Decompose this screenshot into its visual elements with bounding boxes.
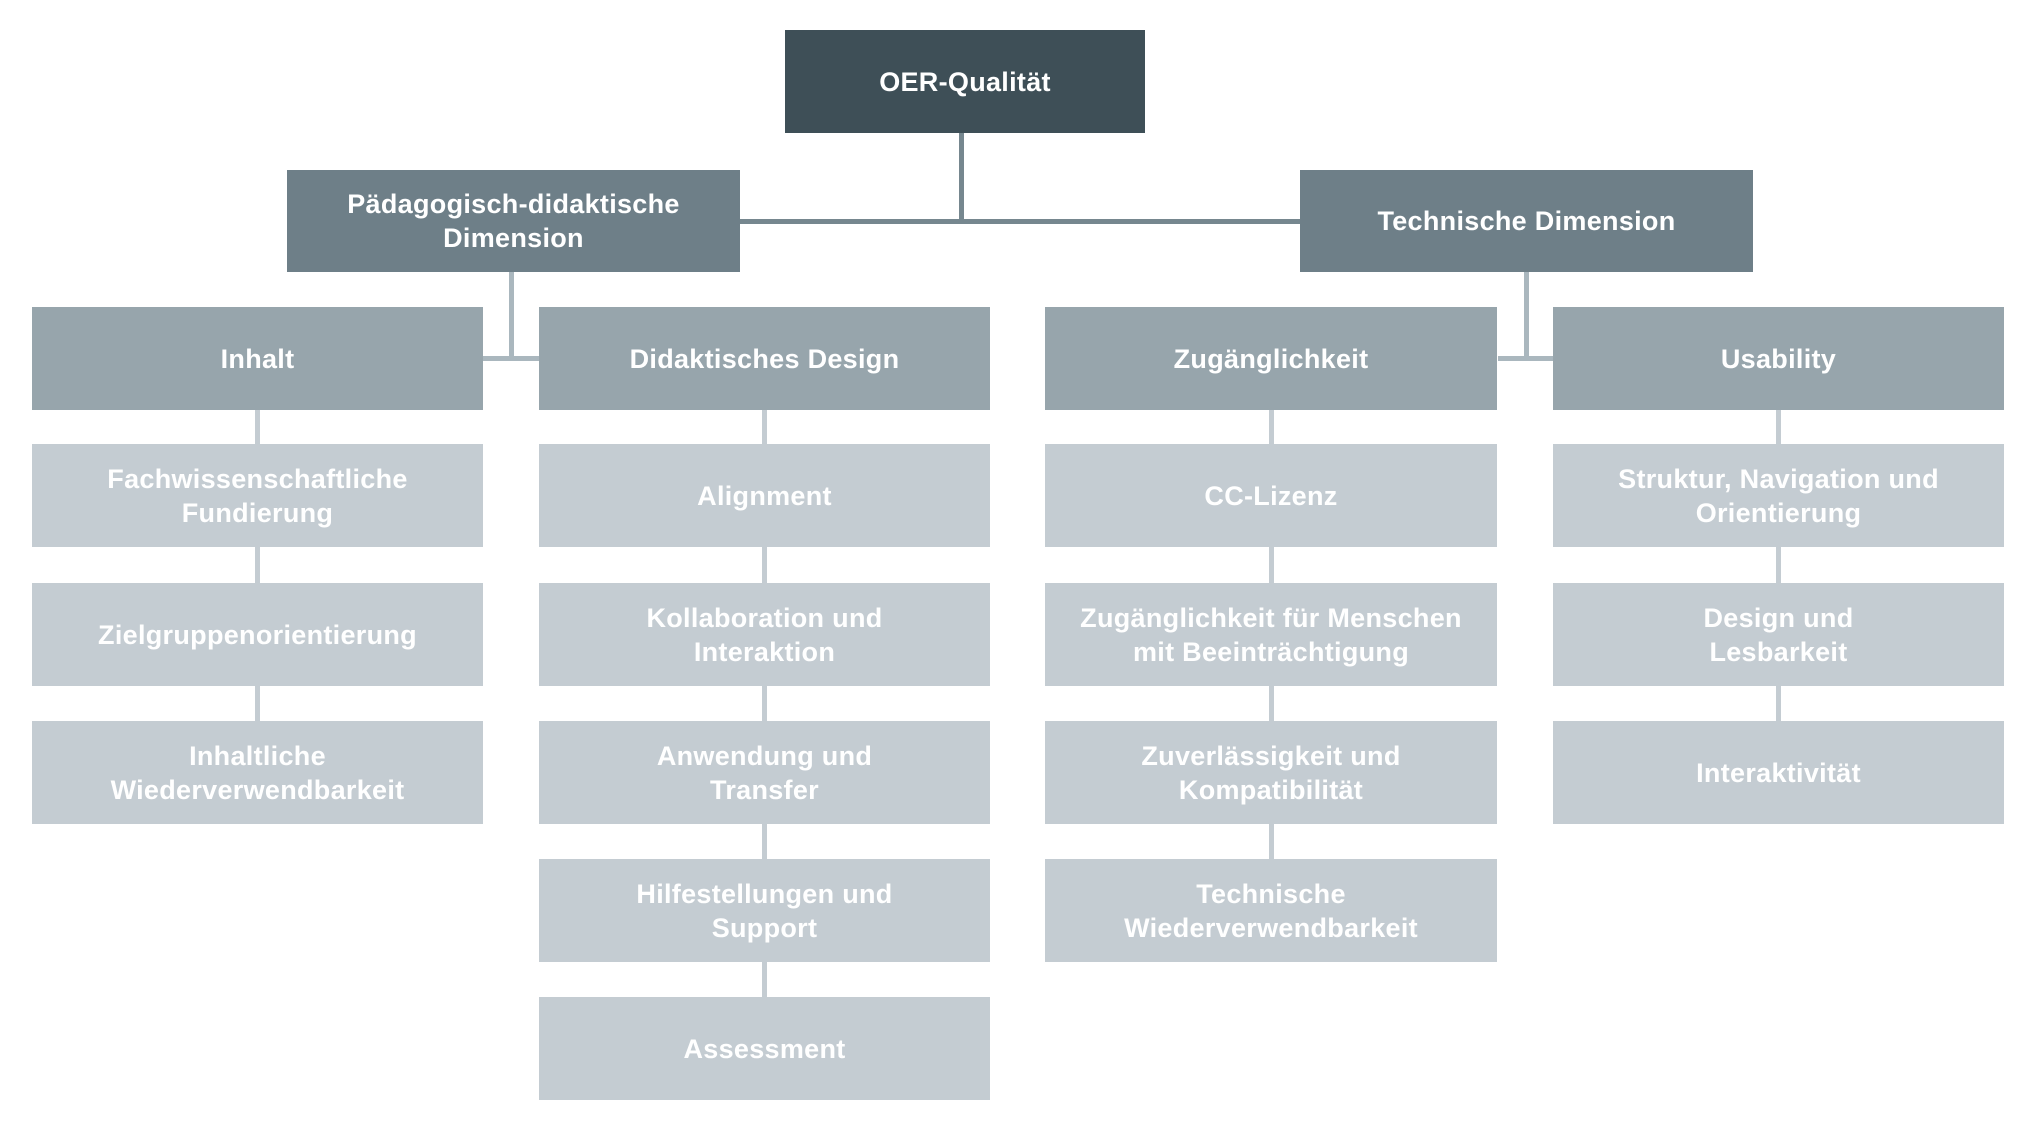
connector-column-didaktisches-design — [762, 410, 767, 1000]
node-hilfestellungen-und-support: Hilfestellungen und Support — [539, 859, 990, 962]
node-alignment: Alignment — [539, 444, 990, 547]
node-zuverlaessigkeit-und-kompatibilitaet: Zuverlässigkeit und Kompatibilität — [1045, 721, 1497, 824]
node-kollaboration-und-interaktion: Kollaboration und Interaktion — [539, 583, 990, 686]
node-technische-dimension: Technische Dimension — [1300, 170, 1753, 272]
node-zielgruppenorientierung: Zielgruppenorientierung — [32, 583, 483, 686]
node-usability: Usability — [1553, 307, 2004, 410]
node-struktur-navigation-orientierung: Struktur, Navigation und Orientierung — [1553, 444, 2004, 547]
node-inhaltliche-wiederverwendbarkeit: Inhaltliche Wiederverwendbarkeit — [32, 721, 483, 824]
connector-root-vertical — [959, 133, 964, 223]
connector-paedagogisch-horizontal — [483, 356, 539, 361]
node-assessment: Assessment — [539, 997, 990, 1100]
node-interaktivitaet: Interaktivität — [1553, 721, 2004, 824]
node-paedagogisch-didaktische-dimension: Pädagogisch-didaktische Dimension — [287, 170, 740, 272]
connector-dimensions-horizontal — [740, 219, 1300, 224]
connector-technisch-vertical — [1524, 272, 1529, 360]
connector-technisch-horizontal — [1498, 356, 1554, 361]
connector-paedagogisch-vertical — [509, 272, 514, 360]
node-didaktisches-design: Didaktisches Design — [539, 307, 990, 410]
node-inhalt: Inhalt — [32, 307, 483, 410]
node-design-und-lesbarkeit: Design und Lesbarkeit — [1553, 583, 2004, 686]
connector-column-usability — [1776, 410, 1781, 725]
node-zugaenglichkeit: Zugänglichkeit — [1045, 307, 1497, 410]
node-anwendung-und-transfer: Anwendung und Transfer — [539, 721, 990, 824]
node-fachwissenschaftliche-fundierung: Fachwissenschaftliche Fundierung — [32, 444, 483, 547]
node-oer-qualitaet: OER-Qualität — [785, 30, 1145, 133]
node-zugaenglichkeit-fuer-menschen: Zugänglichkeit für Menschen mit Beeinträ… — [1045, 583, 1497, 686]
node-cc-lizenz: CC-Lizenz — [1045, 444, 1497, 547]
node-technische-wiederverwendbarkeit: Technische Wiederverwendbarkeit — [1045, 859, 1497, 962]
connector-column-inhalt — [255, 410, 260, 725]
